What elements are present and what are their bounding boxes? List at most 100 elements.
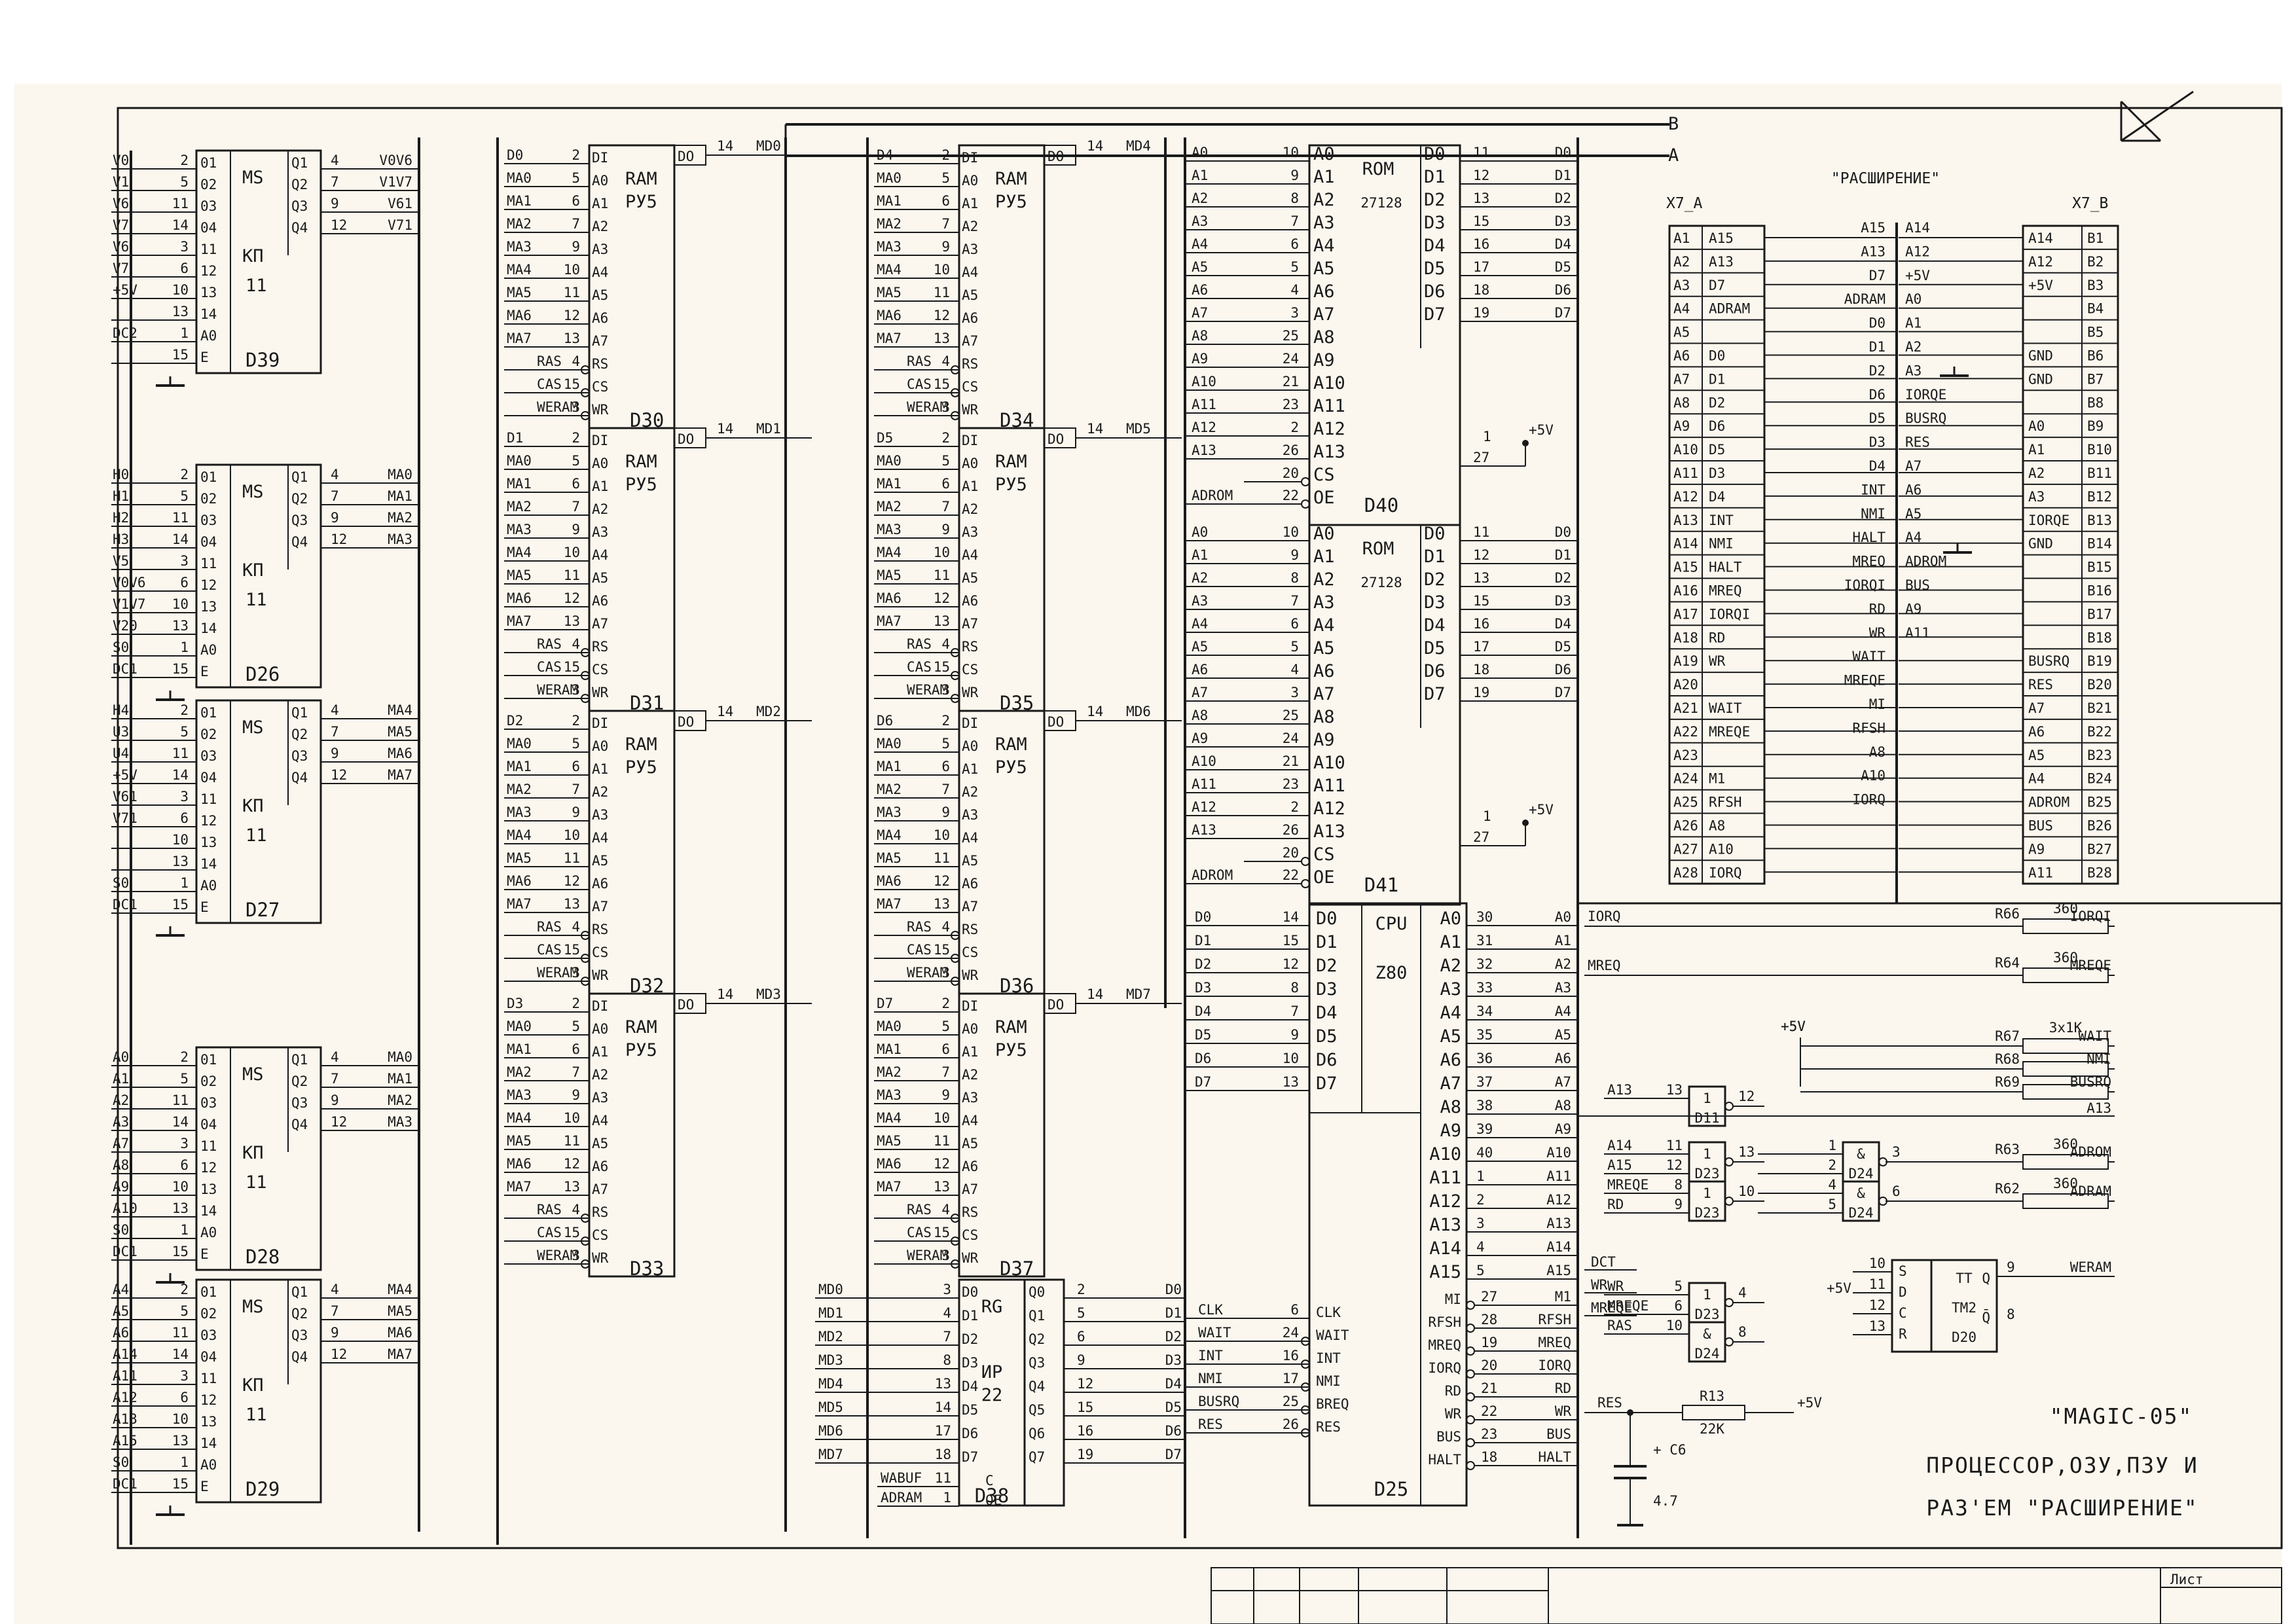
ram-pin-number: 6 [572, 476, 580, 492]
cpu-data-name: D2 [1316, 956, 1338, 976]
register-input-name: D0 [962, 1284, 978, 1300]
resistor-left-net: IORQ [1588, 909, 1621, 924]
mux-input-name: 02 [200, 491, 217, 507]
mux-input-net: A4 [113, 1282, 129, 1297]
trigger-vcc: +5V [1827, 1280, 1851, 1296]
inversion-bubble [951, 931, 960, 940]
trigger-pin-number: 10 [1869, 1255, 1886, 1271]
ram-pin-name: DI [592, 150, 608, 166]
cpu-type: Z80 [1376, 963, 1408, 983]
ram-addr-net: MA1 [507, 759, 532, 774]
pullup-vcc: +5V [1781, 1019, 1806, 1034]
cpu-ctrl-out-name: HALT [1428, 1452, 1461, 1468]
ram-do-pin: DO [678, 149, 694, 164]
inversion-bubble [1301, 879, 1310, 888]
register-input-net: MD1 [818, 1305, 843, 1321]
ram-addr-net: MA3 [507, 1087, 532, 1103]
x7a-net: WR [1709, 653, 1726, 669]
ram-data-in: D5 [877, 430, 893, 446]
x7a-net: MREQ [1709, 583, 1742, 599]
mux-input-pin: 11 [172, 1092, 189, 1108]
rom-addr-pin: 23 [1283, 397, 1299, 412]
ram-pin-name: A4 [592, 547, 608, 563]
mux-type: КП [242, 246, 264, 266]
ram-ctrl-net: RAS [537, 919, 562, 935]
rom-data-net: D4 [1555, 616, 1571, 632]
rom-cs-pin: 20 [1283, 845, 1299, 861]
mux-input-net: V20 [113, 618, 137, 634]
rom-addr-name: A6 [1313, 661, 1335, 681]
rom-addr-pin: 7 [1290, 593, 1299, 609]
mux-type: 11 [246, 1405, 267, 1425]
ram-pin-name: A0 [592, 1021, 608, 1037]
rom-addr-net: A6 [1192, 282, 1208, 298]
mux-input-net: H4 [113, 702, 129, 718]
mux-output-name: Q3 [291, 1327, 308, 1343]
mux-input-pin: 13 [172, 854, 189, 869]
mux-input-name: A0 [200, 328, 217, 344]
gate-input-net: A13 [1607, 1082, 1632, 1098]
cpu-ctrl-out-pin: 19 [1481, 1335, 1497, 1350]
ram-addr-net: MA2 [507, 782, 532, 797]
expansion-mid-right: A11 [1905, 625, 1930, 641]
ram-addr-net: MA7 [877, 1179, 902, 1195]
x7a-net: D0 [1709, 348, 1725, 364]
mux-input-name: E [200, 350, 209, 365]
rom-addr-net: A2 [1192, 190, 1208, 206]
register-output-pin: 6 [1077, 1329, 1085, 1344]
rom-addr-name: A12 [1313, 419, 1345, 439]
x7a-net: A15 [1709, 230, 1734, 246]
mux-output-net: MA5 [388, 1303, 412, 1319]
mux-input-pin: 11 [172, 746, 189, 761]
expansion-mid-right: IORQE [1905, 387, 1946, 403]
inversion-bubble [1301, 1360, 1310, 1369]
ram-pin-number: 13 [564, 896, 580, 912]
ram-pin-name: WR [962, 402, 979, 418]
cpu-addr-net: A1 [1555, 933, 1571, 948]
mux-output-pin: 12 [331, 1346, 347, 1362]
rom-addr-pin: 2 [1290, 420, 1299, 435]
register-output-net: D5 [1165, 1399, 1182, 1415]
mux-input-pin: 3 [180, 1136, 189, 1151]
ram-pin-name: A3 [592, 1090, 608, 1106]
cpu-addr-pin: 34 [1476, 1003, 1493, 1019]
ram-pin-name: A4 [962, 830, 978, 846]
rom-data-net: D2 [1555, 190, 1571, 206]
mux-output-net: MA1 [388, 488, 412, 504]
x7a-pin: A9 [1673, 418, 1690, 434]
ram-pin-number: 10 [934, 827, 950, 843]
cpu-addr-net: A9 [1555, 1121, 1571, 1137]
expansion-mid-left: ADRAM [1844, 291, 1886, 307]
gate-name: D11 [1695, 1110, 1720, 1126]
expansion-mid-left: A10 [1861, 768, 1886, 784]
mux-input-pin: 2 [180, 702, 189, 718]
ram-addr-net: MA5 [507, 850, 532, 866]
register-output-pin: 12 [1077, 1376, 1093, 1392]
ram-addr-net: MA2 [507, 499, 532, 514]
cpu-ctrl-in-net: WAIT [1198, 1325, 1231, 1341]
mux-output-pin: 7 [331, 1303, 339, 1319]
rom-data-name: D2 [1424, 569, 1446, 590]
mux-output-pin: 7 [331, 724, 339, 740]
mux-output-name: Q1 [291, 705, 308, 721]
cpu-ctrl-in-net: BUSRQ [1198, 1394, 1239, 1409]
ram-pin-name: WR [962, 967, 979, 983]
ram-pin-name: DI [592, 715, 608, 731]
cpu-addr-pin: 40 [1476, 1145, 1493, 1161]
ram-pin-number: 2 [941, 713, 950, 729]
rom-addr-pin: 3 [1290, 685, 1299, 700]
ram-ctrl-net: WERAM [537, 965, 578, 981]
resistor-right-net: ADROM [2070, 1144, 2111, 1160]
rom-addr-pin: 21 [1283, 374, 1299, 389]
mux-input-name: A0 [200, 642, 217, 658]
mux-type: MS [242, 717, 264, 738]
mux-output-name: Q2 [291, 1074, 308, 1089]
rom-addr-net: A10 [1192, 753, 1216, 769]
cpu-data-net: D7 [1195, 1074, 1211, 1090]
cpu-chip-d25 [1308, 902, 1468, 1507]
ram-do-pin: DO [678, 997, 694, 1013]
resistor-left-net: MREQ [1588, 958, 1621, 973]
rom-addr-net: A12 [1192, 420, 1216, 435]
ram-pin-number: 2 [572, 430, 580, 446]
cpu-addr-net: A2 [1555, 956, 1571, 972]
